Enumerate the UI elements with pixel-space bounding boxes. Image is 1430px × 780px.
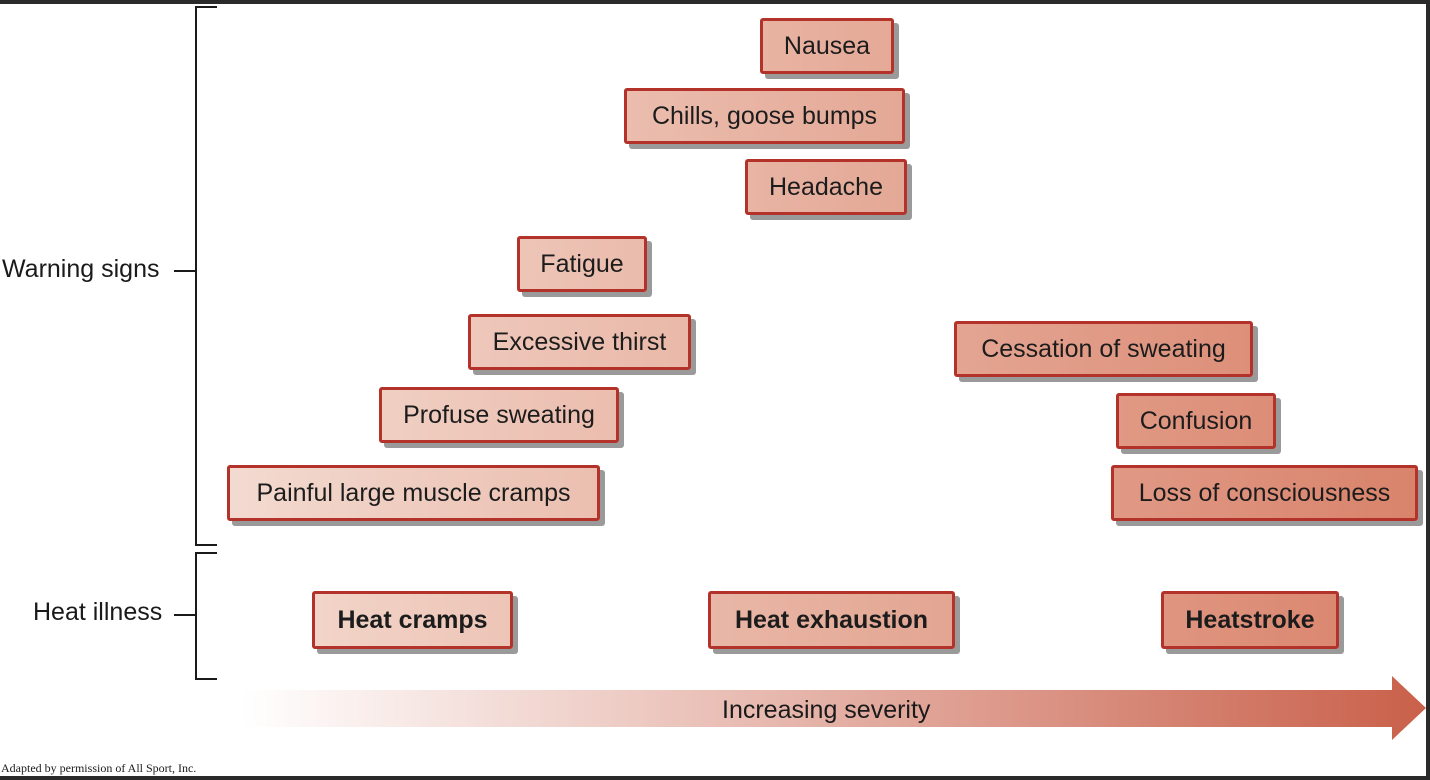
severity-arrow xyxy=(242,676,1426,740)
sign-fatigue: Fatigue xyxy=(517,236,647,292)
diagram-canvas: Warning signs Heat illness Nausea Chills… xyxy=(0,4,1426,776)
credit-text: Adapted by permission of All Sport, Inc. xyxy=(1,761,197,775)
warning-signs-bracket xyxy=(195,6,217,546)
sign-profuse-sweating: Profuse sweating xyxy=(379,387,619,443)
illness-heat-exhaustion: Heat exhaustion xyxy=(708,591,955,649)
illness-heat-cramps: Heat cramps xyxy=(312,591,513,649)
increasing-severity-label: Increasing severity xyxy=(722,696,931,724)
heat-illness-bracket-tick xyxy=(174,614,195,616)
sign-painful-large-muscle-cramps: Painful large muscle cramps xyxy=(227,465,600,521)
illness-heatstroke: Heatstroke xyxy=(1161,591,1339,649)
sign-cessation-of-sweating: Cessation of sweating xyxy=(954,321,1253,377)
warning-signs-bracket-tick xyxy=(174,270,195,272)
sign-chills-goose-bumps: Chills, goose bumps xyxy=(624,88,905,144)
sign-excessive-thirst: Excessive thirst xyxy=(468,314,691,370)
warning-signs-label: Warning signs xyxy=(2,255,160,283)
sign-nausea: Nausea xyxy=(760,18,894,74)
heat-illness-label: Heat illness xyxy=(33,598,163,626)
sign-headache: Headache xyxy=(745,159,907,215)
sign-confusion: Confusion xyxy=(1116,393,1276,449)
heat-illness-bracket xyxy=(195,552,217,680)
sign-loss-of-consciousness: Loss of consciousness xyxy=(1111,465,1418,521)
